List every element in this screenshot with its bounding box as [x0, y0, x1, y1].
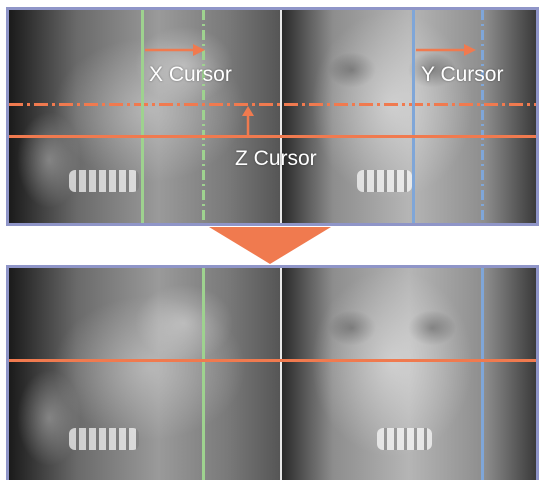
before-panel: X Cursor Y Cursor Z Cursor [6, 7, 539, 226]
x-cursor-line[interactable] [141, 10, 144, 223]
z-cursor-line[interactable] [9, 359, 536, 362]
y-cursor-label: Y Cursor [421, 63, 503, 87]
z-cursor-label: Z Cursor [235, 147, 317, 171]
teeth-frontal [357, 170, 412, 192]
x-cursor-line[interactable] [202, 268, 205, 480]
x-cursor-label: X Cursor [149, 63, 232, 87]
teeth-lateral [69, 170, 139, 192]
view-divider [280, 10, 282, 223]
z-up-arrow-icon [241, 106, 255, 136]
y-cursor-previous-line [481, 10, 484, 223]
down-triangle-arrow-icon [209, 227, 331, 264]
z-cursor-previous-line [9, 103, 536, 106]
y-right-arrow-icon [416, 43, 478, 57]
frontal-xray-image [282, 10, 536, 223]
teeth-lateral [69, 428, 139, 450]
teeth-frontal [377, 428, 432, 450]
frontal-xray-image [282, 268, 536, 480]
lateral-xray-image [9, 268, 281, 480]
y-cursor-line[interactable] [412, 10, 415, 223]
z-cursor-line[interactable] [9, 135, 536, 138]
x-right-arrow-icon [145, 43, 207, 57]
y-cursor-line[interactable] [481, 268, 484, 480]
after-panel [6, 265, 539, 480]
view-divider [280, 268, 282, 480]
x-cursor-previous-line [202, 10, 205, 223]
